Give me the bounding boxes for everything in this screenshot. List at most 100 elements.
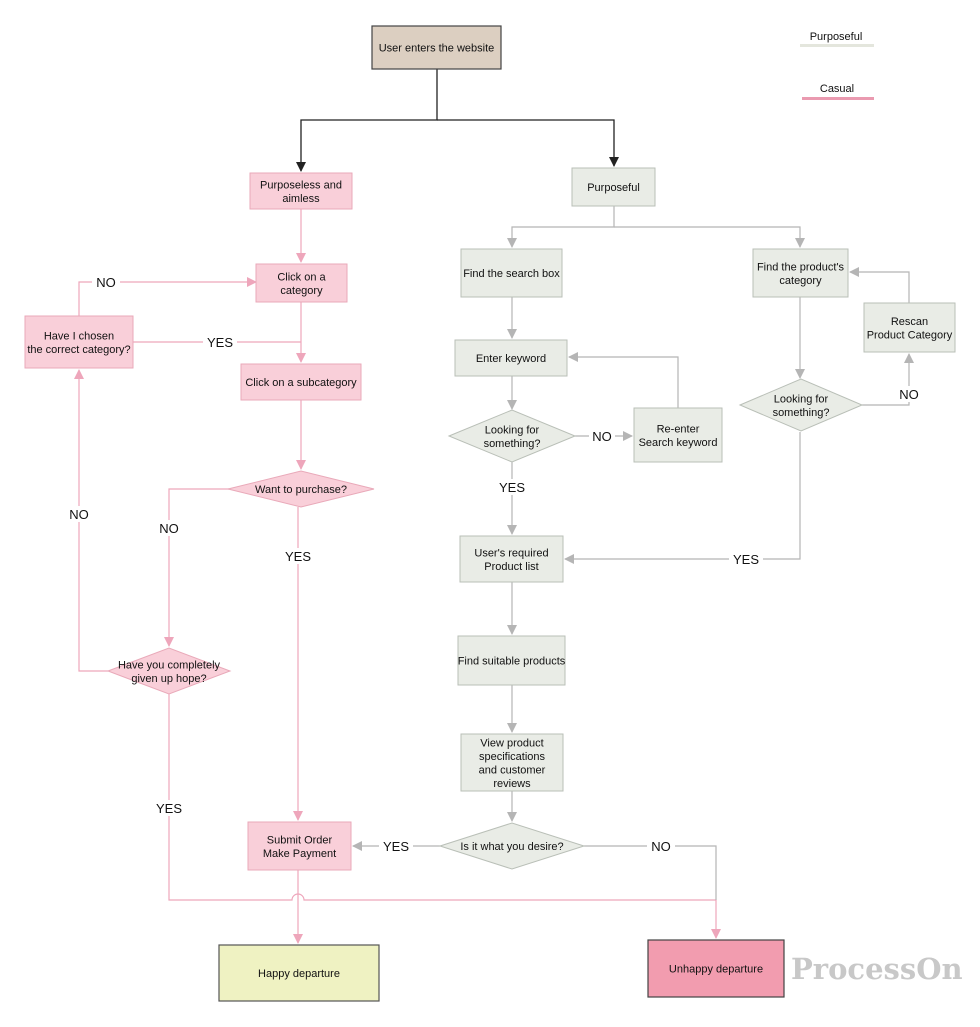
node-shape <box>371 25 502 70</box>
node-find-suitable: Find suitable products <box>457 635 566 686</box>
edge-desire-no-to-unhappy <box>584 845 717 900</box>
label-no: NO <box>899 387 919 402</box>
node-shape <box>227 470 375 508</box>
label-yes: YES <box>156 801 182 816</box>
node-label: something? <box>773 407 830 419</box>
label-no: NO <box>651 839 671 854</box>
node-shape <box>447 409 577 463</box>
edge-giveup-yes-to-unhappy <box>168 694 721 939</box>
node-shape <box>438 822 586 870</box>
node-label: category <box>280 285 323 297</box>
node-label: reviews <box>493 778 531 790</box>
label-no: NO <box>159 521 179 536</box>
node-shape <box>647 939 785 998</box>
edge-chosen-no-to-category <box>78 277 257 316</box>
node-label: given up hope? <box>131 673 206 685</box>
edge-start-to-purposeful <box>437 119 619 167</box>
node-unhappy: Unhappy departure <box>647 939 785 998</box>
node-shape <box>752 248 849 298</box>
node-label: Have I chosen <box>44 330 114 342</box>
node-shape <box>457 635 566 686</box>
edge-start-to-aimless <box>296 69 438 172</box>
node-chosen-correct: Have I chosen the correct category? <box>24 315 134 369</box>
node-shape <box>738 378 864 432</box>
node-shape <box>240 363 362 401</box>
node-label: Click on a subcategory <box>245 377 357 389</box>
node-shape <box>863 302 956 353</box>
node-label: User enters the website <box>379 43 495 55</box>
node-label: Make Payment <box>263 848 336 860</box>
node-given-up: Have you completely given up hope? <box>106 647 232 695</box>
node-looking1: Looking for something? <box>447 409 577 463</box>
node-click-subcategory: Click on a subcategory <box>240 363 362 401</box>
node-label: Find suitable products <box>458 656 566 668</box>
node-label: Want to purchase? <box>255 484 347 496</box>
node-shape <box>106 647 232 695</box>
node-label: specifications <box>479 751 546 763</box>
node-shape <box>460 733 564 792</box>
node-shape <box>460 248 563 298</box>
legend-casual-label: Casual <box>820 83 854 95</box>
label-yes: YES <box>733 552 759 567</box>
node-label: and customer <box>479 764 546 776</box>
node-want-purchase: Want to purchase? <box>227 470 375 508</box>
node-label: the correct category? <box>27 344 130 356</box>
label-yes: YES <box>285 549 311 564</box>
node-shape <box>24 315 134 369</box>
node-looking2: Looking for something? <box>738 378 864 432</box>
node-label: Looking for <box>485 424 540 436</box>
node-label: Product list <box>484 561 538 573</box>
node-shape <box>247 821 352 871</box>
label-yes: YES <box>383 839 409 854</box>
node-label: View product <box>480 737 543 749</box>
legend-casual-swatch <box>802 97 874 100</box>
edge-reenter-to-keyword <box>568 352 679 408</box>
edge-rescan-to-findcat <box>849 267 910 303</box>
node-label: Looking for <box>774 393 829 405</box>
node-label: Submit Order <box>267 834 333 846</box>
legend-purposeful-swatch <box>800 44 874 47</box>
node-label: Rescan <box>891 316 928 328</box>
node-label: Have you completely <box>118 659 221 671</box>
legend-purposeful-label: Purposeful <box>810 31 863 43</box>
edge-labels: NO YES NO NO YES YES NO YES NO YES YES N… <box>65 274 923 854</box>
node-label: Unhappy departure <box>669 964 763 976</box>
node-label: Search keyword <box>639 437 718 449</box>
node-shape <box>633 407 723 463</box>
label-yes: YES <box>207 335 233 350</box>
label-yes: YES <box>499 480 525 495</box>
node-label: Happy departure <box>258 968 340 980</box>
node-label: something? <box>484 438 541 450</box>
node-label: Enter keyword <box>476 353 546 365</box>
node-find-search: Find the search box <box>460 248 563 298</box>
node-enter-keyword: Enter keyword <box>454 339 568 377</box>
node-is-desire: Is it what you desire? <box>438 822 586 870</box>
node-label: Product Category <box>867 329 953 341</box>
label-no: NO <box>592 429 612 444</box>
node-shape <box>459 535 564 583</box>
node-label: Is it what you desire? <box>460 841 563 853</box>
edge-purposeful-split <box>507 206 615 248</box>
node-label: aimless <box>282 193 320 205</box>
node-start: User enters the website <box>371 25 502 70</box>
node-shape <box>454 339 568 377</box>
node-purposeful: Purposeful <box>571 167 656 207</box>
label-no: NO <box>96 275 116 290</box>
connectors <box>74 69 914 944</box>
edge-purposeful-to-findcat <box>614 226 805 248</box>
edge-looking2-no-to-rescan <box>862 353 914 406</box>
node-shape <box>249 172 353 210</box>
legend: Purposeful Casual <box>800 31 874 100</box>
processon-watermark: ProcessOn <box>791 952 963 986</box>
node-label: Purposeful <box>587 182 640 194</box>
edge-purchase-no-to-giveup <box>164 488 229 647</box>
node-label: Find the product's <box>757 261 845 273</box>
